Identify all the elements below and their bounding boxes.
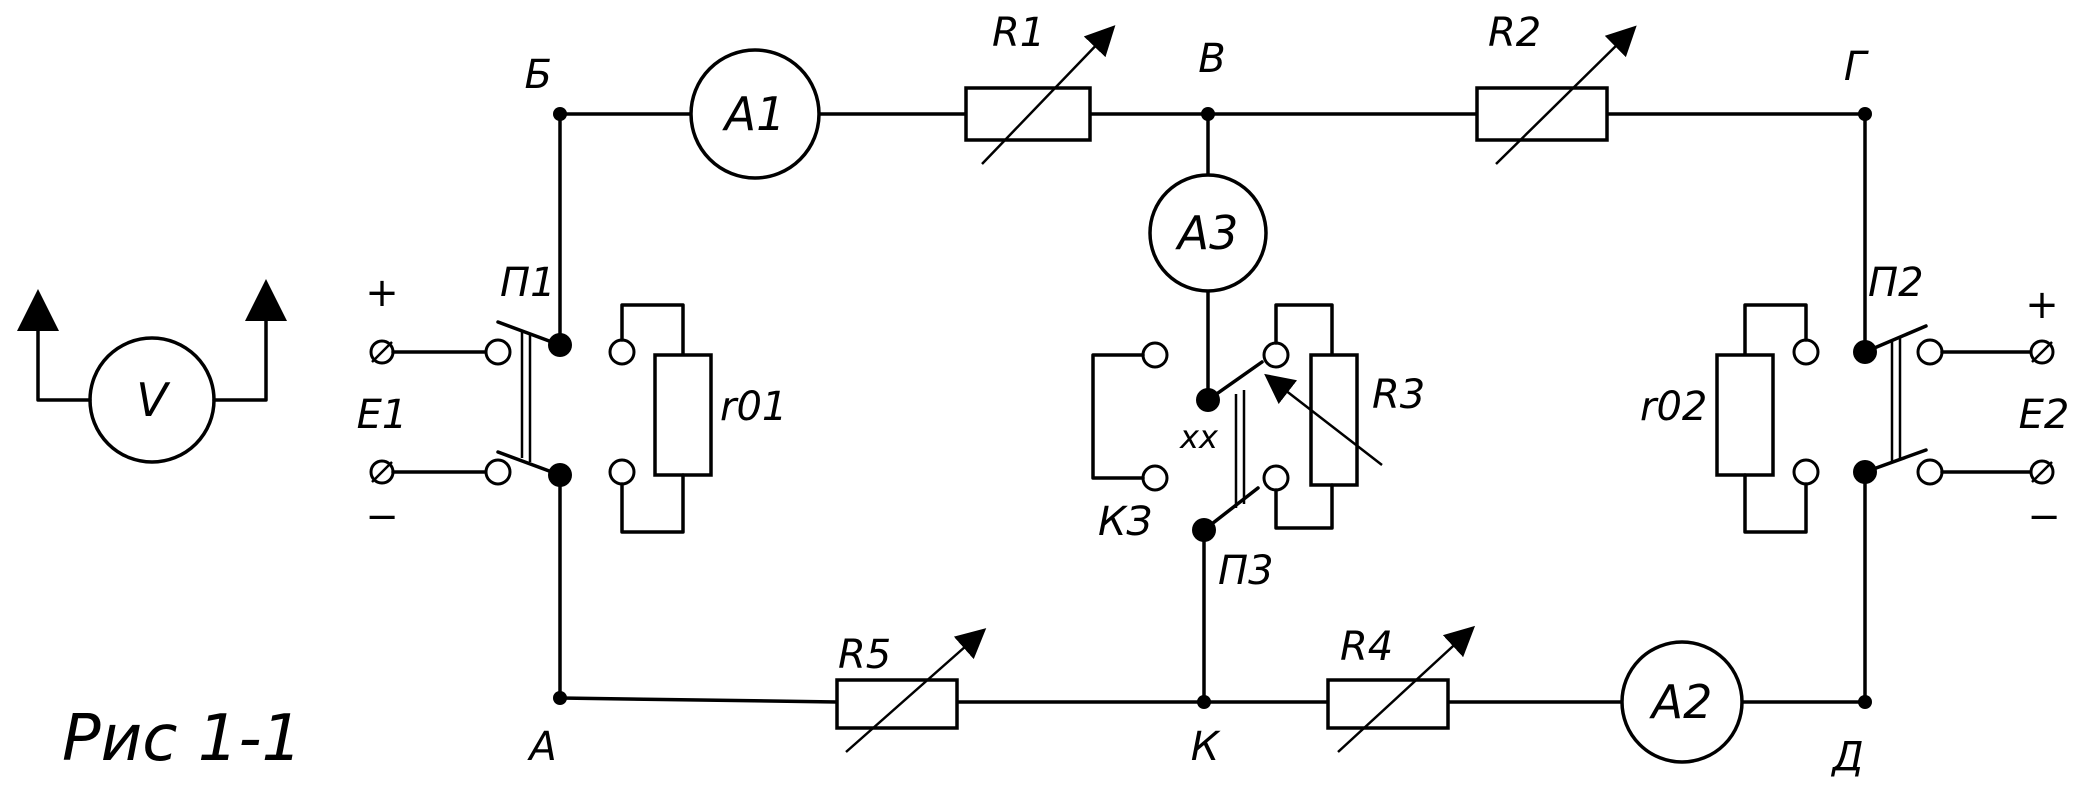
ammeter-a1-label: A1 <box>722 87 786 141</box>
xx-label: xx <box>1179 418 1219 456</box>
voltmeter: V <box>17 279 287 464</box>
resistor-r1: R1 <box>964 10 1116 165</box>
junction-v <box>1201 107 1215 121</box>
switch-p3-blade-bottom <box>1202 486 1260 532</box>
switch-p2-blade-bottom <box>1863 448 1928 474</box>
switch-p1-blade-bottom <box>496 450 562 477</box>
node-label-g: Г <box>1844 44 1869 90</box>
ammeter-a2: A2 <box>1620 640 1744 764</box>
kz-label: КЗ <box>1098 499 1152 545</box>
resistor-r2-label: R2 <box>1488 10 1541 56</box>
e2-plus-sign: + <box>2025 282 2059 328</box>
node-label-b: Б <box>525 52 552 98</box>
r02-label: r02 <box>1640 384 1707 430</box>
junction-b <box>553 107 567 121</box>
resistor-r2: R2 <box>1475 10 1637 165</box>
resistor-r4-label: R4 <box>1340 624 1393 670</box>
resistor-r3-label: R3 <box>1372 372 1425 418</box>
resistor-r4: R4 <box>1326 624 1476 753</box>
e1-minus-sign: − <box>365 494 399 540</box>
figure-caption: Рис 1-1 <box>62 702 302 776</box>
source-e2-terminals: + E2 − <box>1940 282 2070 540</box>
switch-p2-blade-top <box>1863 324 1928 354</box>
junction-d <box>1858 695 1872 709</box>
internal-resistance-r02: r02 <box>1640 303 1820 534</box>
resistor-r3: R3 <box>1264 303 1425 530</box>
e1-plus-sign: + <box>365 270 399 316</box>
internal-resistance-r01: r01 <box>608 303 787 534</box>
junction-g <box>1858 107 1872 121</box>
r01-label: r01 <box>720 384 787 430</box>
resistor-r1-label: R1 <box>992 10 1045 56</box>
ammeter-a3: A3 <box>1148 173 1268 293</box>
switch-p3-blade-top <box>1206 360 1264 402</box>
source-e1-terminals: + E1 − <box>357 270 488 540</box>
switch-p2: П2 <box>1853 260 1944 486</box>
kz-short-link <box>1091 353 1145 480</box>
resistor-r5: R5 <box>835 628 987 753</box>
wires <box>558 112 1867 704</box>
e2-label: E2 <box>2019 392 2070 438</box>
ammeter-a2-label: A2 <box>1649 675 1713 729</box>
node-label-k: К <box>1191 724 1221 770</box>
junction-a <box>553 691 567 705</box>
voltmeter-lead-right <box>212 279 287 402</box>
e2-minus-sign: − <box>2027 494 2061 540</box>
switch-p3-label: П3 <box>1218 548 1274 594</box>
switch-p3: П3 xx <box>1179 341 1290 594</box>
junctions <box>553 107 1872 709</box>
e1-label: E1 <box>357 392 408 438</box>
resistor-r5-label: R5 <box>838 632 891 678</box>
node-labels: Б В Г А К Д <box>525 36 1869 780</box>
switch-p1: П1 <box>484 260 572 487</box>
voltmeter-label: V <box>136 373 171 427</box>
node-label-a: А <box>526 724 556 770</box>
switch-p1-label: П1 <box>500 260 556 306</box>
junction-k <box>1197 695 1211 709</box>
switch-p3-kz-contacts: КЗ <box>1091 341 1169 545</box>
switch-p1-blade-top <box>496 320 562 347</box>
ammeter-a3-label: A3 <box>1175 206 1239 260</box>
voltmeter-lead-left <box>17 289 92 402</box>
ammeter-a1: A1 <box>689 48 821 180</box>
node-label-v: В <box>1198 36 1225 82</box>
switch-p2-label: П2 <box>1868 260 1924 306</box>
node-label-d: Д <box>1830 734 1863 780</box>
